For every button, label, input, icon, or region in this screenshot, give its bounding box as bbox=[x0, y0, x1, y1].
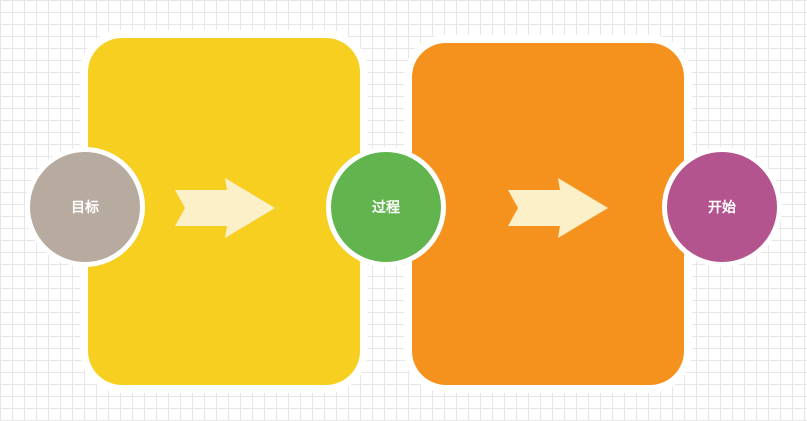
right-arrow-icon bbox=[175, 178, 275, 238]
node-goal: 目标 bbox=[30, 152, 140, 262]
arrow-shape-1 bbox=[175, 178, 275, 238]
node-goal-label: 目标 bbox=[71, 200, 99, 216]
node-process: 过程 bbox=[331, 152, 441, 262]
node-start-label: 开始 bbox=[708, 200, 736, 216]
node-process-label: 过程 bbox=[372, 200, 400, 216]
node-start: 开始 bbox=[667, 152, 777, 262]
right-arrow-icon bbox=[508, 178, 608, 238]
arrow-shape-2 bbox=[508, 178, 608, 238]
